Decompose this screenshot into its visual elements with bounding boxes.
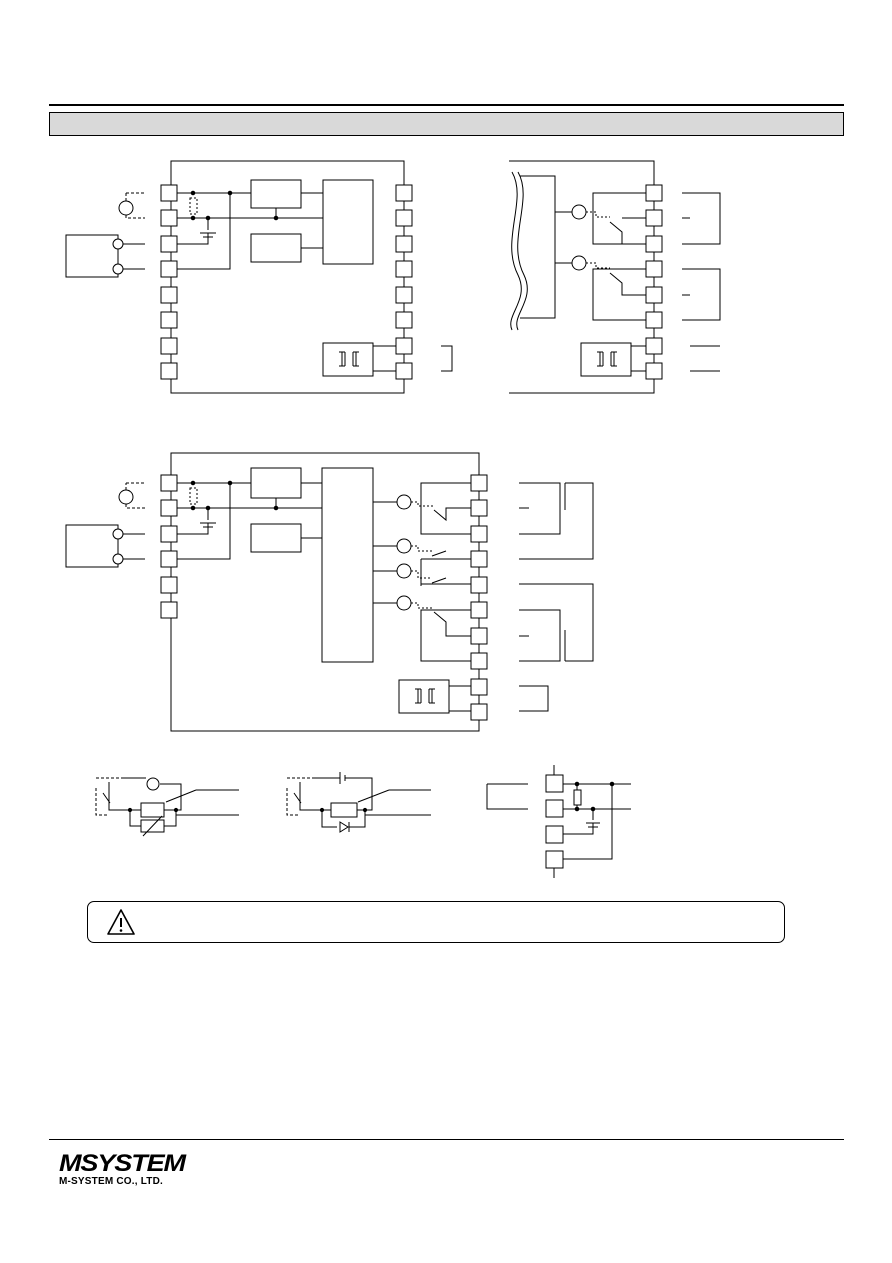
section-title-bar xyxy=(49,112,844,136)
company-name: M-SYSTEM CO., LTD. xyxy=(59,1176,163,1187)
detail-middle xyxy=(286,772,431,833)
logo-text: MSYSTEM xyxy=(59,1150,187,1174)
footer-rule xyxy=(49,1139,844,1140)
module-middle xyxy=(65,452,594,732)
detail-right xyxy=(486,765,631,878)
module-top-left xyxy=(65,160,453,394)
msystem-logo: MSYSTEM xyxy=(59,1150,187,1174)
module-top-right xyxy=(509,160,721,394)
caution-box xyxy=(87,901,785,943)
warning-triangle-icon xyxy=(107,909,135,935)
header-rule xyxy=(49,104,844,106)
detail-left xyxy=(95,777,239,837)
